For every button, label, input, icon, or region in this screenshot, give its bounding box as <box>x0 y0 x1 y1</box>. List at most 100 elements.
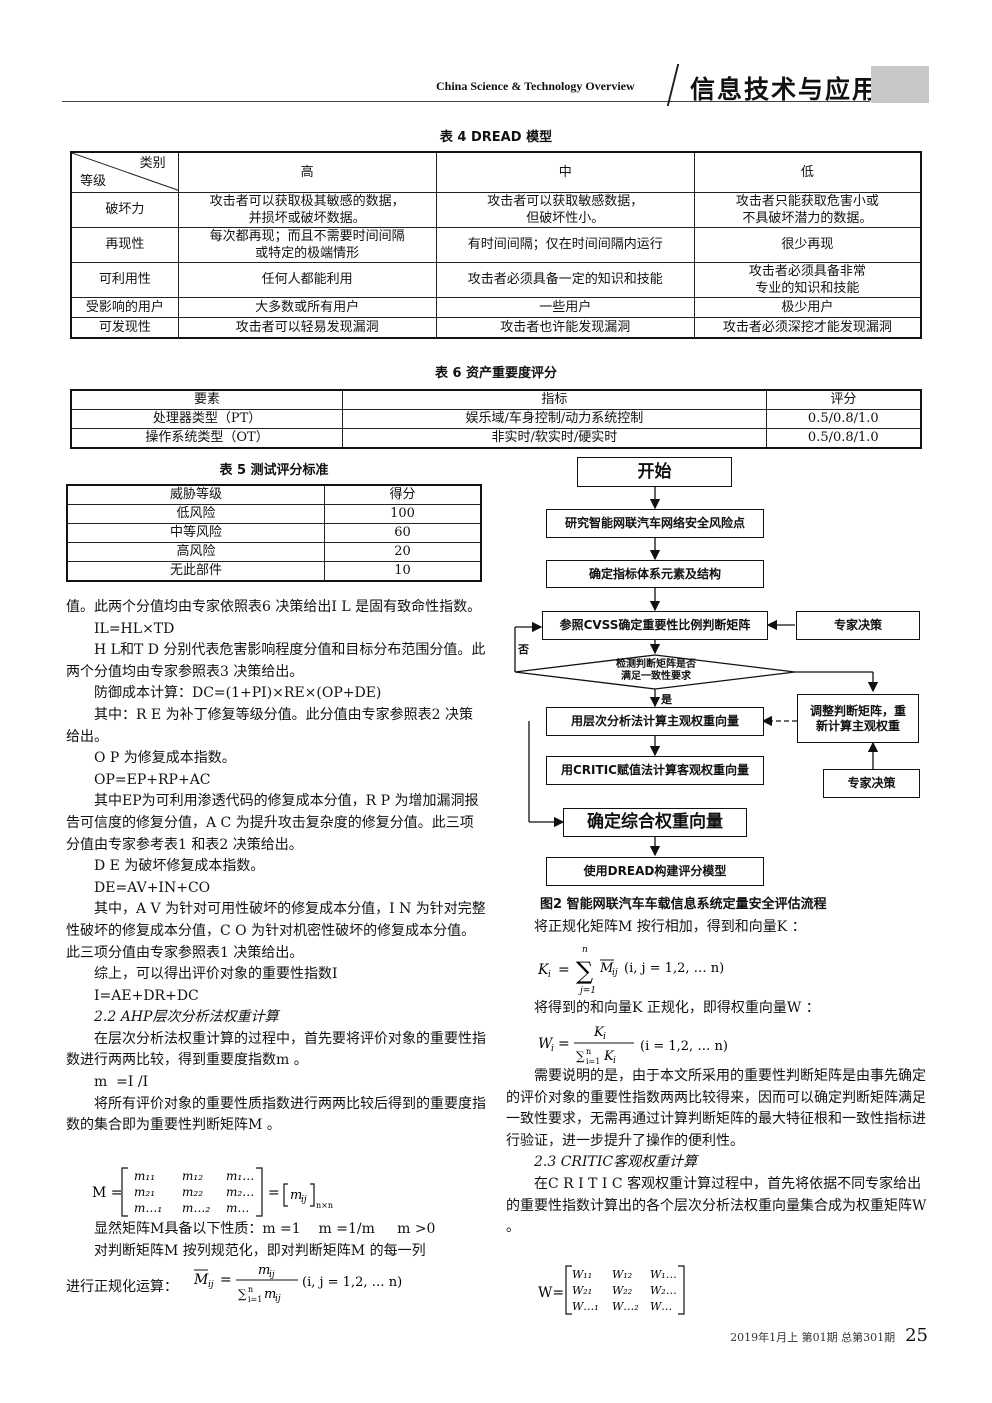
para: 其中EP为可利用渗透代码的修复成本分值，R P 为增加漏洞报告可信度的修复分值，… <box>66 793 479 853</box>
svg-text:W₁₁: W₁₁ <box>572 1268 592 1281</box>
svg-text:W₂₂: W₂₂ <box>612 1284 632 1297</box>
svg-text:K: K <box>603 1049 615 1064</box>
svg-text:W: W <box>538 1036 554 1052</box>
formula: OP=EP+RP+AC <box>94 771 211 788</box>
table-row: 破坏力攻击者可以获取极其敏感的数据， 并损坏或破坏数据。攻击者可以获取敏感数据，… <box>70 191 922 228</box>
table-cell: 攻击者可以轻易发现漏洞 <box>177 316 437 338</box>
para: 将所有评价对象的重要性质指数进行两两比较后得到的重要度指数的集合即为重要性判断矩… <box>66 1095 486 1134</box>
para: 其中：R E 为补丁修复等级分值。此分值由专家参照表2 决策给出。 <box>66 706 474 745</box>
table5-caption: 表 5 测试评分标准 <box>219 463 329 478</box>
svg-text:n×n: n×n <box>316 1201 333 1210</box>
table-cell: 攻击者可以获取极其敏感的数据， 并损坏或破坏数据。 <box>177 191 437 228</box>
table-cell: 20 <box>324 542 482 562</box>
svg-text:m: m <box>264 1287 276 1302</box>
svg-text:W₁…: W₁… <box>650 1268 677 1281</box>
table-cell: 低风险 <box>66 504 325 524</box>
svg-text:m: m <box>290 1188 302 1203</box>
row-label: 破坏力 <box>70 191 179 228</box>
para: 需要说明的是，由于本文所采用的重要性判断矩阵是由事先确定的评价对象的重要性指数两… <box>506 1068 926 1149</box>
flow-step1: 研究智能网联汽车网络安全风险点 <box>546 509 764 538</box>
section-heading: 2.2 AHP层次分析法权重计算 <box>94 1009 279 1026</box>
header-slash <box>666 64 680 106</box>
flowchart-connectors <box>514 487 879 857</box>
svg-text:m…₂: m…₂ <box>182 1201 210 1215</box>
svg-text:(i = 1,2, … n): (i = 1,2, … n) <box>640 1039 728 1054</box>
formula: m =I /I <box>66 1072 486 1094</box>
left-column-bottom: 显然矩阵M具备以下性质：m =1 m =1/m m >0 对判断矩阵M 按列规范… <box>66 1219 486 1262</box>
flow-yes-label: 是 <box>661 693 672 706</box>
row-label: 再现性 <box>70 226 179 263</box>
svg-text:∑: ∑ <box>576 1049 585 1063</box>
matrix-w: W= W₁₁ W₁₂ W₁… W₂₁ W₂₂ W₂… W…₁ W…₂ W… <box>538 1265 685 1315</box>
journal-name: China Science & Technology Overview <box>436 79 635 93</box>
table-cell: 攻击者必须深挖才能发现漏洞 <box>693 316 922 338</box>
para: D E 为破坏修复成本指数。 <box>94 858 265 875</box>
para: 综上，可以得出评价对象的重要性指数I <box>94 966 338 983</box>
table-cell: 一些用户 <box>435 296 695 318</box>
svg-text:∑: ∑ <box>576 957 593 985</box>
table-cell: 处理器类型（PT） <box>70 409 344 429</box>
table-cell: 娱乐域/车身控制/动力系统控制 <box>342 409 767 429</box>
t5-head: 得分 <box>324 484 482 505</box>
table-cell: 攻击者必须具备一定的知识和技能 <box>435 261 695 298</box>
para: O P 为修复成本指数。 <box>94 750 236 767</box>
table-cell: 大多数或所有用户 <box>177 296 437 318</box>
table-cell: 攻击者可以获取敏感数据， 但破坏性小。 <box>435 191 695 228</box>
flow-expert1: 专家决策 <box>796 611 920 640</box>
para: 进行正规化运算： <box>66 1279 178 1295</box>
svg-text:m₁…: m₁… <box>226 1169 254 1183</box>
t5-head: 威胁等级 <box>66 484 325 505</box>
svg-text:m: m <box>258 1263 270 1278</box>
row-label: 可利用性 <box>70 261 179 298</box>
table4-dread: 类别 等级 高 中 低 破坏力攻击者可以获取极其敏感的数据， 并损坏或破坏数据。… <box>70 151 922 339</box>
formula: DE=AV+IN+CO <box>94 879 211 896</box>
svg-text:m₁₂: m₁₂ <box>182 1169 203 1183</box>
svg-text:W₂…: W₂… <box>650 1284 677 1297</box>
para: H L和T D 分别代表危害影响程度分值和目标分布范围分值。此两个分值均由专家参… <box>66 642 486 680</box>
svg-text:M =: M = <box>92 1185 123 1201</box>
formula-mij: m =I /I <box>94 1074 149 1091</box>
table-cell: 无此部件 <box>66 561 325 582</box>
table-cell: 0.5/0.8/1.0 <box>765 428 922 449</box>
t6-head: 要素 <box>70 389 344 410</box>
t6-head: 评分 <box>765 389 922 410</box>
section-heading: 2.3 CRITIC客观权重计算 <box>534 1154 698 1171</box>
diagonal-line <box>72 153 178 191</box>
flow-no-label: 否 <box>518 643 529 656</box>
svg-text:n: n <box>248 1285 253 1294</box>
flow-step2: 确定指标体系元素及结构 <box>546 560 764 588</box>
table-cell: 非实时/软实时/硬实时 <box>342 428 767 449</box>
flow-start: 开始 <box>577 457 732 487</box>
col-high: 高 <box>177 151 437 193</box>
svg-text:i: i <box>551 1044 554 1054</box>
svg-text:(i, j = 1,2, … n): (i, j = 1,2, … n) <box>302 1275 402 1290</box>
svg-text:j=1: j=1 <box>578 986 596 996</box>
table-cell: 攻击者必须具备非常 专业的知识和技能 <box>693 261 922 298</box>
svg-text:ij: ij <box>269 1270 275 1280</box>
corner-top: 类别 <box>139 156 166 171</box>
para: 显然矩阵M具备以下性质：m =1 m =1/m m >0 <box>94 1221 436 1237</box>
svg-text:=: = <box>220 1272 232 1288</box>
svg-text:n: n <box>582 945 588 955</box>
col-low: 低 <box>693 151 922 193</box>
sum-formula: K i = ∑ n j=1 M ij (i, j = 1,2, … n) <box>537 945 724 996</box>
para: 将得到的和向量K 正规化，即得权重向量W ： <box>534 1000 820 1016</box>
left-column: 值。此两个分值均由专家依照表6 决策给出I L 是固有致命性指数。 IL=HL×… <box>66 597 486 1137</box>
flow-step4: 用层次分析法计算主观权重向量 <box>546 707 764 736</box>
svg-text:W…₁: W…₁ <box>572 1300 599 1313</box>
table-cell: 100 <box>324 504 482 524</box>
svg-text:M: M <box>599 961 614 976</box>
svg-text:i: i <box>613 1056 616 1066</box>
para: 其中，A V 为针对可用性破坏的修复成本分值，I N 为针对完整性破坏的修复成本… <box>66 901 486 961</box>
table-cell: 60 <box>324 523 482 543</box>
issue-info: 2019年1月上 第01期 总第301期 <box>730 1331 896 1344</box>
formula: IL=HL×TD <box>94 620 175 637</box>
header-gray-block <box>871 66 929 103</box>
flow-step5: 用CRITIC赋值法计算客观权重向量 <box>546 756 764 785</box>
svg-text:n: n <box>586 1047 591 1056</box>
